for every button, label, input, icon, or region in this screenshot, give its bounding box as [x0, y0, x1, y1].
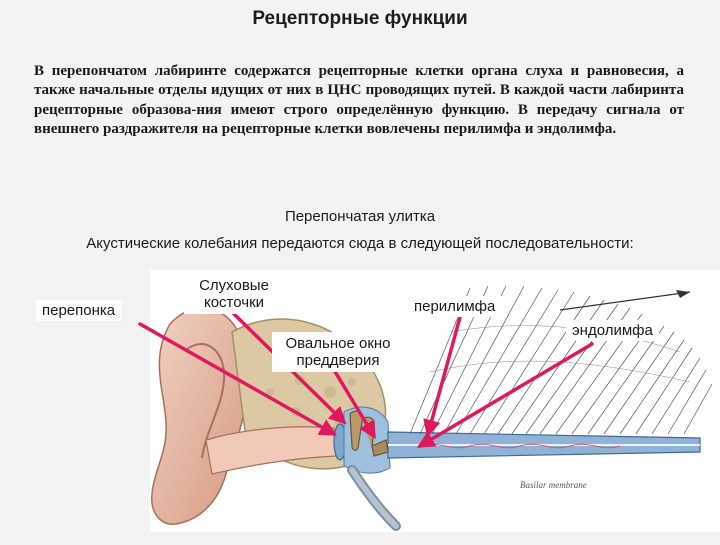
ear-diagram: Basilar membrane перепонка Слуховые кост…: [0, 262, 720, 540]
basilar-membrane-caption: Basilar membrane: [520, 480, 587, 490]
arrow-perilymph: [423, 308, 464, 438]
arrow-oval-window: [332, 368, 376, 439]
label-ossicles: Слуховые косточки: [184, 274, 284, 314]
label-membrane: перепонка: [36, 300, 122, 321]
label-oval-window: Овальное окно преддверия: [272, 332, 404, 372]
intro-paragraph: В перепончатом лабиринте содержатся реце…: [34, 63, 684, 138]
slide-title: Рецепторные функции: [252, 8, 468, 29]
section-subtitle: Перепончатая улитка: [284, 208, 436, 225]
wave-pattern: [419, 443, 621, 449]
arrow-membrane: [138, 322, 338, 436]
pointer-line: [559, 291, 691, 311]
sequence-text: Акустические колебания передаются сюда в…: [86, 235, 634, 252]
arrow-endolymph: [416, 342, 594, 448]
label-perilymph: перилимфа: [408, 296, 502, 317]
label-endolymph: эндолимфа: [566, 320, 659, 341]
pinna-fold: [185, 343, 226, 459]
